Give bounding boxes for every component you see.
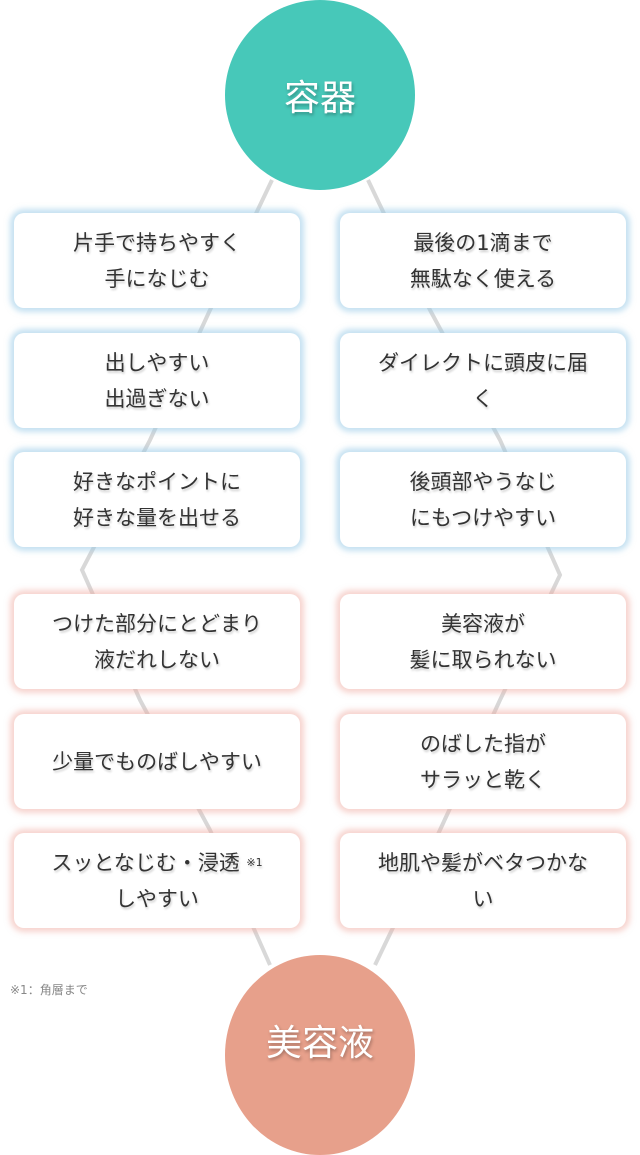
footnote: ※1：角層まで [10,983,88,997]
item-line: サラッと乾く [420,767,546,792]
left-connector [79,179,274,966]
container-item: 最後の1滴まで無駄なく使える [340,213,626,308]
item-line: つけた部分にとどまり [52,611,262,636]
item-line: しやすい [115,886,199,911]
item-line: 出しやすい [104,350,210,375]
item-line: 美容液が [441,611,525,636]
item-line: 少量でものばしやすい [52,749,262,774]
footnote-mark: ※1 [246,855,263,869]
item-line: 手になじむ [104,266,210,291]
container-item: 後頭部やうなじにもつけやすい [340,452,626,547]
serum-item: 少量でものばしやすい [14,714,300,809]
item-line: 片手で持ちやすく [73,230,241,255]
serum-item: 美容液が髪に取られない [340,594,626,689]
item-line: 髪に取られない [409,647,557,672]
item-line: 好きな量を出せる [73,505,241,530]
item-line: く [472,386,494,411]
item-line: 出過ぎない [104,386,210,411]
serum-label: 美容液 [265,1023,374,1064]
item-line: スッとなじむ・浸透 [51,850,240,875]
serum-item: つけた部分にとどまり液だれしない [14,594,300,689]
item-line: にもつけやすい [409,505,557,530]
item-line: 地肌や髪がベタつかな [378,850,588,875]
container-label: 容器 [283,78,356,119]
serum-item: スッとなじむ・浸透 ※1 しやすい [14,833,300,928]
item-line: のばした指が [420,731,546,756]
serum-item: 地肌や髪がベタつかない [340,833,626,928]
container-item: ダイレクトに頭皮に届く [340,333,626,428]
item-line: 無駄なく使える [409,266,557,291]
container-item: 片手で持ちやすく手になじむ [14,213,300,308]
right-connector [366,179,563,966]
serum-node: 美容液 [225,955,415,1155]
item-line: い [472,886,494,911]
serum-item: のばした指がサラッと乾く [340,714,626,809]
item-line: 最後の1滴まで [413,230,553,255]
item-line: 後頭部やうなじ [409,469,557,494]
item-line: 液だれしない [94,647,220,672]
item-line: 好きなポイントに [73,469,241,494]
container-node: 容器 [225,0,415,190]
container-item: 出しやすい出過ぎない [14,333,300,428]
container-item: 好きなポイントに好きな量を出せる [14,452,300,547]
item-line: ダイレクトに頭皮に届 [378,350,588,375]
